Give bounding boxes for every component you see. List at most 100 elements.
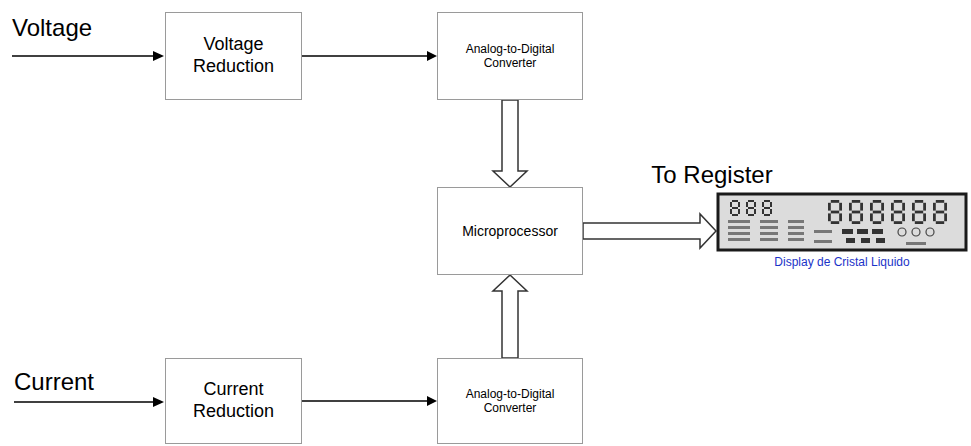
lcd-segment [936,200,944,203]
lcd-segment [762,209,764,214]
lcd-caption-mark [728,238,750,241]
arrowhead [153,397,164,407]
lcd-segment [902,203,905,211]
lcd-segment [754,202,756,207]
box-label: Analog-to-Digital Converter [444,42,576,71]
lcd-segment [764,214,770,216]
processor-box: Microprocessor [437,187,583,275]
lcd-segment [873,211,881,214]
arrowhead [153,51,164,61]
lcd-caption-mark [788,238,804,241]
lcd-segment [732,214,738,216]
lcd-segment [748,207,754,209]
signal-arrow [302,51,437,61]
lcd-segment [944,213,947,221]
box-label: Current Reduction [172,379,295,422]
lcd-segment [748,214,754,216]
lcd-segment [933,203,936,211]
lcd-segment [860,203,863,211]
lcd-segment [881,213,884,221]
lcd-segment [770,202,772,207]
lcd-segment [933,213,936,221]
lcd-segment [732,207,738,209]
lcd-segment [894,200,902,203]
converter-box: Analog-to-Digital Converter [437,358,583,444]
box-label: Voltage Reduction [172,34,295,77]
lcd-indicator [857,229,868,234]
lcd-icon [926,228,934,236]
lcd-segment [873,200,881,203]
lcd-segment [764,200,770,202]
lcd-segment [891,203,894,211]
lcd-segment [894,221,902,224]
lcd-illustration [716,192,968,252]
lcd-icon [912,228,920,236]
lcd-indicator [872,229,883,234]
lcd-segment [936,221,944,224]
lcd-caption-mark [728,232,750,235]
process-box: Voltage Reduction [165,12,302,100]
signal-label: Current [14,368,94,397]
lcd-segment [881,203,884,211]
lcd-segment [902,213,905,221]
lcd-segment [738,202,740,207]
lcd-indicator [846,238,855,243]
lcd-caption-mark [814,240,832,243]
lcd-indicator [842,229,853,234]
lcd-segment [831,221,839,224]
lcd-caption-mark [728,220,750,223]
lcd-segment [852,221,860,224]
lcd-caption-mark [814,230,832,233]
bus-arrow [493,275,527,358]
lcd-icon [898,228,906,236]
lcd-segment [944,203,947,211]
lcd-segment [923,203,926,211]
lcd-segment [738,209,740,214]
display-caption: Display de Cristal Liquido [767,255,917,269]
lcd-segment [730,202,732,207]
lcd-segment [831,200,839,203]
current-input-wire [14,401,155,403]
lcd-segment [828,213,831,221]
lcd-caption-mark [788,232,804,235]
lcd-segment [746,202,748,207]
lcd-segment [923,213,926,221]
lcd-segment [936,211,944,214]
lcd-segment [915,200,923,203]
lcd-segment [762,202,764,207]
lcd-caption-mark [760,226,778,229]
bus-arrow [583,214,716,248]
lcd-segment [894,211,902,214]
lcd-segment [912,213,915,221]
lcd-segment [764,207,770,209]
bus-arrow [493,100,527,187]
voltage-input-wire [12,55,155,57]
lcd-caption-mark [788,226,804,229]
lcd-segment [748,200,754,202]
lcd-segment [870,203,873,211]
lcd-segment [730,209,732,214]
lcd-segment [860,213,863,221]
lcd-segment [912,203,915,211]
lcd-segment [770,209,772,214]
signal-label: Voltage [12,14,92,43]
signal-arrow [302,396,437,406]
lcd-segment [873,221,881,224]
process-box: Current Reduction [165,358,302,444]
lcd-segment [849,213,852,221]
lcd-caption-mark [788,220,804,223]
lcd-caption-mark [728,226,750,229]
lcd-segment [754,209,756,214]
lcd-segment [849,203,852,211]
lcd-segment [852,211,860,214]
lcd-segment [870,213,873,221]
lcd-caption-mark [760,232,778,235]
lcd-indicator [876,238,885,243]
box-label: Microprocessor [462,223,558,240]
lcd-caption-mark [760,220,778,223]
lcd-segment [915,211,923,214]
lcd-segment [732,200,738,202]
lcd-segment [852,200,860,203]
lcd-segment [839,203,842,211]
lcd-frame [718,194,966,250]
